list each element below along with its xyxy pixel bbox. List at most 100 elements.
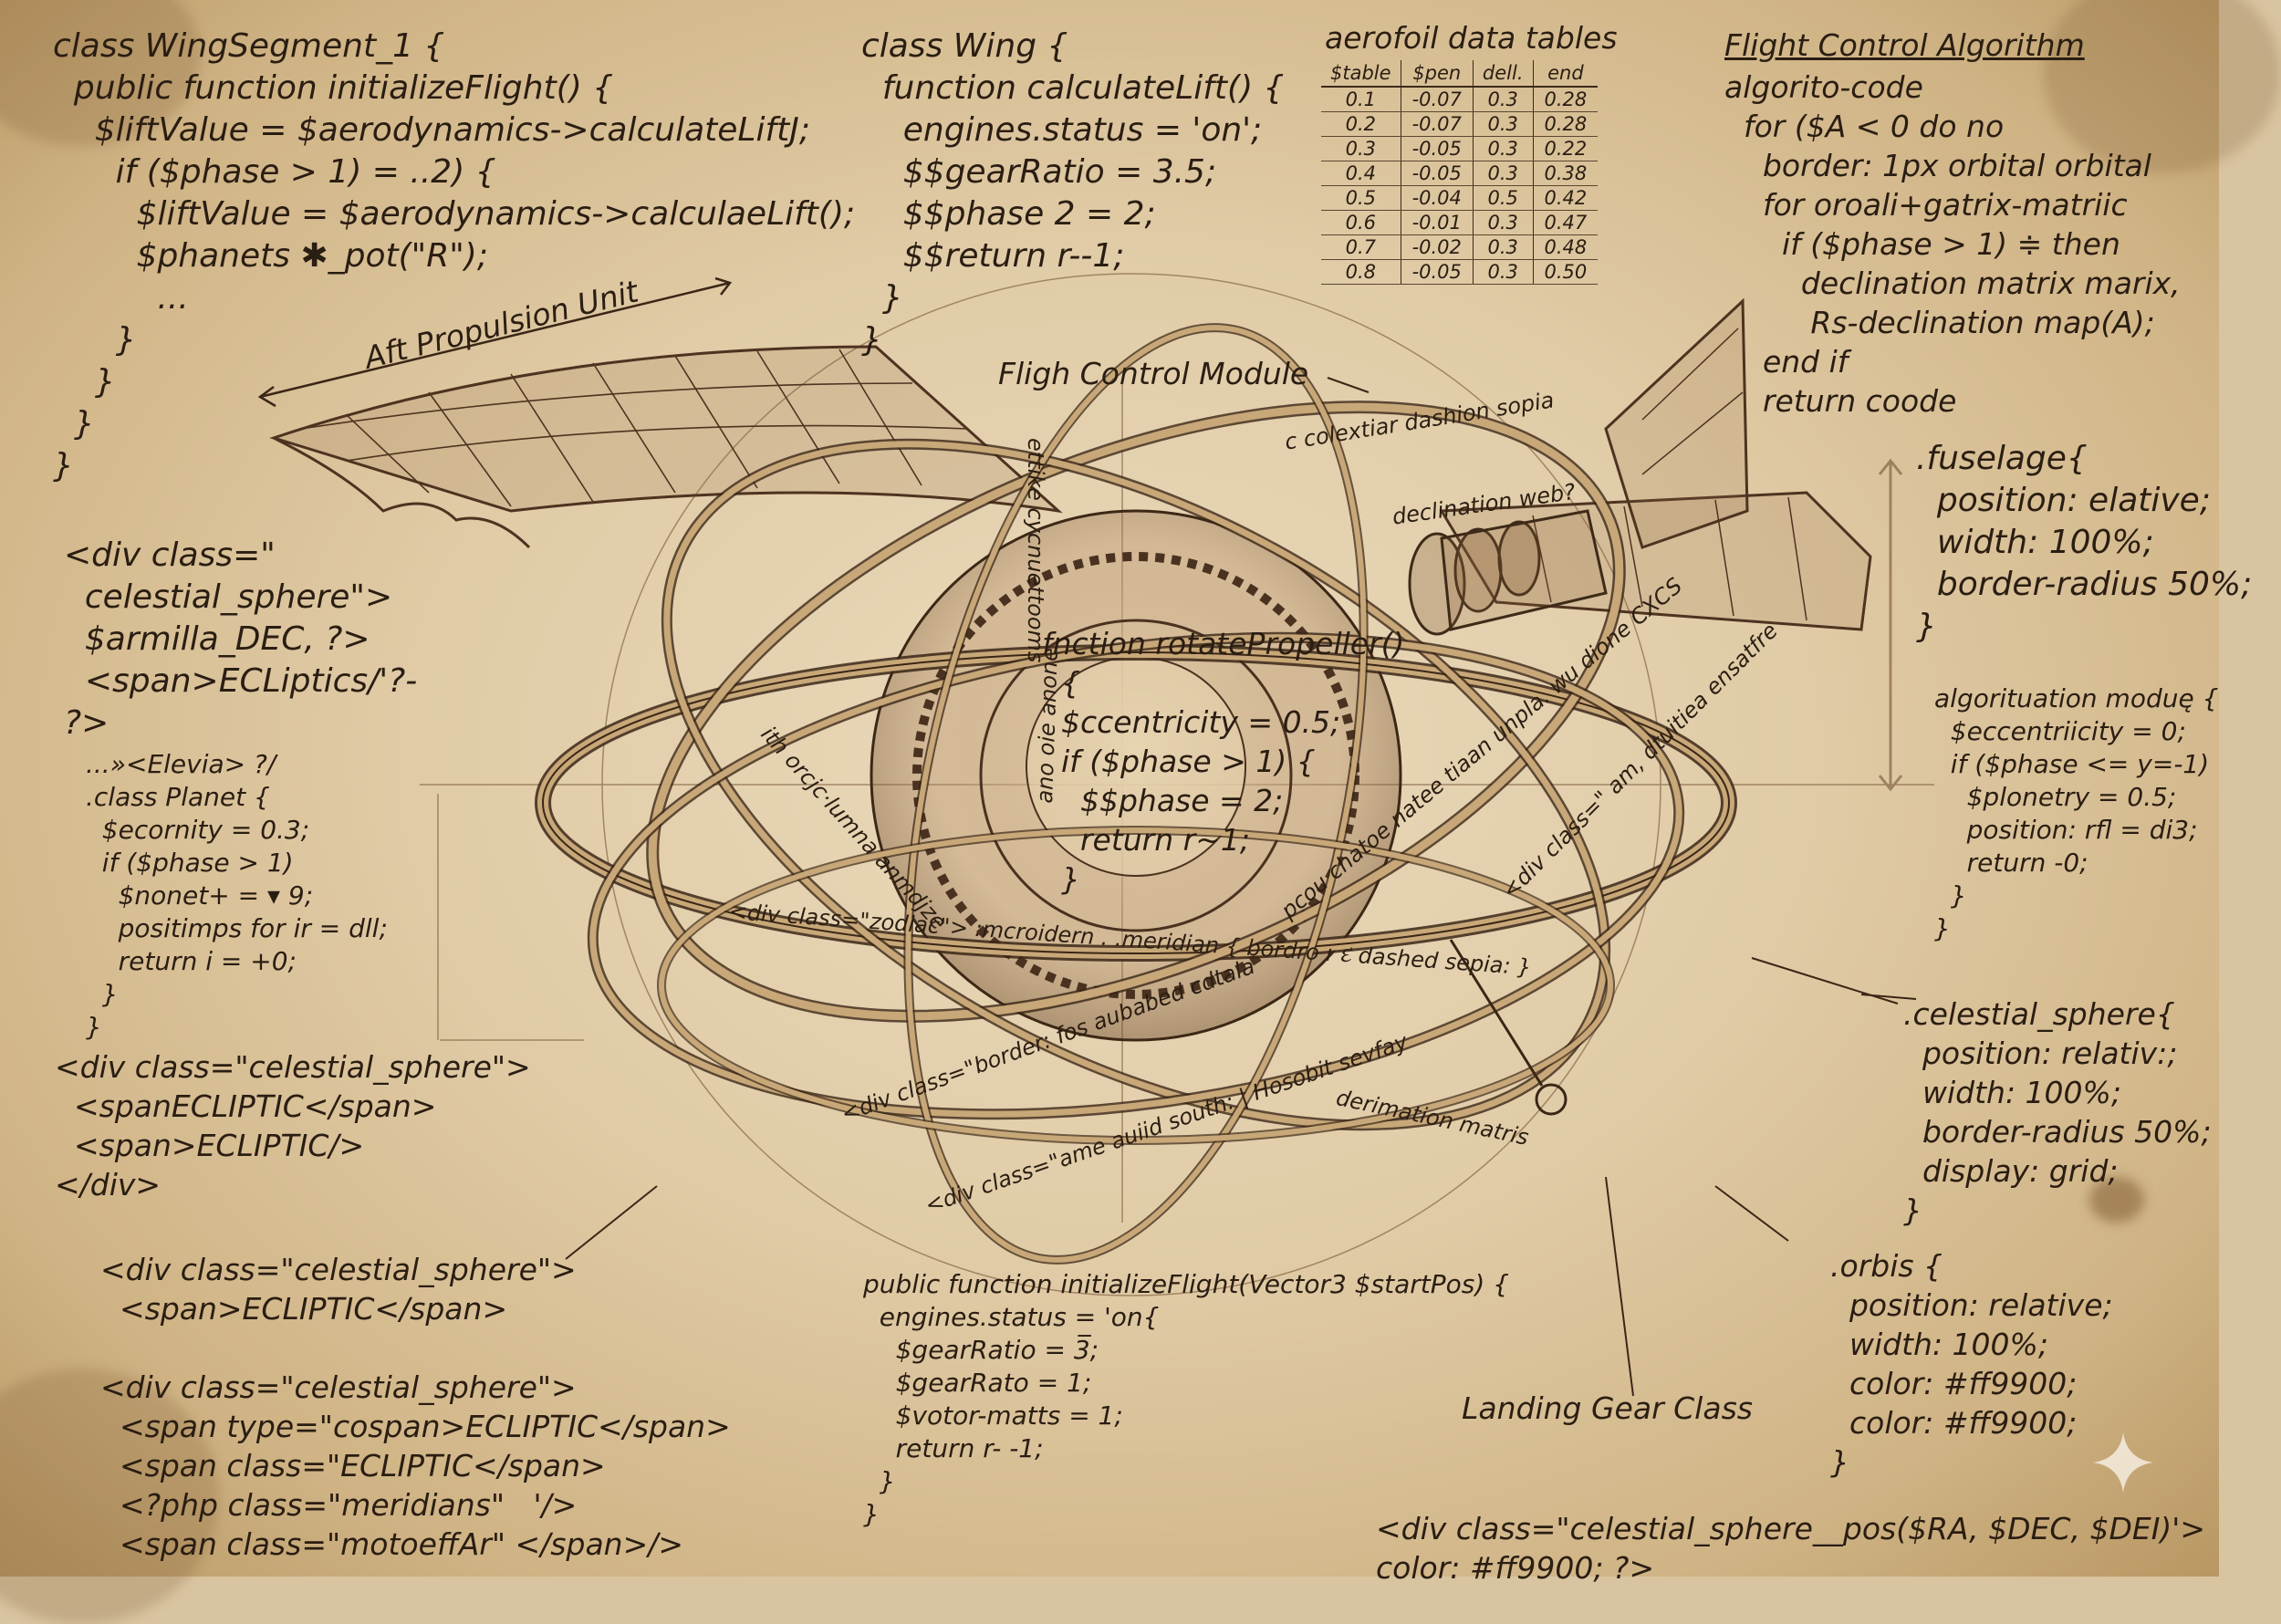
code-line: }	[861, 279, 903, 317]
code-line: ​	[100, 1328, 731, 1368]
table-cell: 0.1	[1321, 87, 1401, 112]
code-line: engines.status = 'on{	[863, 1302, 1160, 1332]
code-line: }	[1934, 880, 1967, 911]
code-line: ...»<Elevia> ?/	[86, 749, 276, 779]
code-line: $armilla_DEC, ?>	[64, 620, 370, 658]
code-line: $$phase 2 = 2;	[861, 195, 1156, 233]
code-line: display: grid;	[1903, 1153, 2119, 1189]
table-cell: 0.38	[1533, 161, 1599, 186]
code-line: public function initializeFlight(Vector3…	[863, 1269, 1509, 1299]
code-line: $ccentricity = 0.5;	[1042, 704, 1341, 740]
code-line: ?>	[64, 704, 109, 742]
flight-control-algorithm-heading: Flight Control Algorithm	[1724, 27, 2085, 63]
table-cell: 0.3	[1473, 87, 1534, 112]
code-line: .fuselage{	[1916, 440, 2088, 477]
code-line: <div class="	[64, 536, 276, 574]
ring-label: ano oie anone	[1031, 647, 1063, 805]
table-cell: -0.04	[1401, 185, 1474, 211]
aerofoil-tables-heading: aerofoil data tables	[1325, 20, 1618, 56]
code-line: function calculateLift() {	[861, 69, 1285, 107]
code-line: }	[53, 405, 95, 442]
code-line: }	[1042, 861, 1080, 897]
table-cell: -0.07	[1401, 87, 1474, 112]
sparkle-icon	[2093, 1432, 2153, 1493]
code-planet-class: ...»<Elevia> ?/.class Planet { $ecornity…	[86, 748, 388, 1044]
table-cell: -0.07	[1401, 111, 1474, 137]
code-line: <div class="celestial_sphere__pos($RA, $…	[1376, 1511, 2206, 1546]
code-line: $gearRato = 1;	[863, 1368, 1092, 1398]
code-line: position: relative;	[1830, 1287, 2113, 1323]
table-cell: 0.3	[1473, 210, 1534, 235]
code-flight-control-algorithm: algorito-code for ($A < 0 do no border: …	[1724, 68, 2181, 421]
code-line: <span class="motoeffAr" </span>/>	[100, 1526, 684, 1562]
code-line: ...	[53, 279, 189, 317]
table-cell: 0.8	[1321, 259, 1401, 285]
code-line: <span>ECLiptics/'?-	[64, 662, 418, 700]
table-cell: -0.05	[1401, 161, 1474, 186]
code-line: }	[1903, 1192, 1922, 1228]
ring-label: ettike cycnuettooms	[1023, 438, 1048, 663]
code-line: <?php class="meridians" '/>	[100, 1487, 578, 1523]
code-algorituation-module: algorituation moduę { $eccentriicity = 0…	[1934, 682, 2218, 945]
code-line: .orbis {	[1830, 1248, 1943, 1284]
code-line: }	[861, 321, 882, 359]
table-cell: 0.3	[1473, 234, 1534, 260]
code-wing-class: class Wing { function calculateLift() { …	[861, 26, 1284, 361]
code-line: <div class="celestial_sphere">	[55, 1049, 531, 1085]
code-line: public function initializeFlight() {	[53, 69, 614, 107]
code-line: $votor-matts = 1;	[863, 1400, 1123, 1431]
code-line: <span>ECLIPTIC/>	[55, 1128, 365, 1163]
code-line: width: 100%;	[1916, 524, 2154, 561]
code-line: return -0;	[1934, 848, 2088, 878]
code-initialize-flight: public function initializeFlight(Vector3…	[863, 1268, 1509, 1531]
code-line: }	[863, 1466, 896, 1496]
code-celestial-pos: <div class="celestial_sphere__pos($RA, $…	[1376, 1509, 2205, 1588]
code-line: width: 100%;	[1903, 1075, 2122, 1110]
table-cell: 0.22	[1533, 136, 1599, 161]
code-line: if ($phase > 1) {	[1042, 744, 1316, 779]
code-line: $eccentriicity = 0;	[1934, 716, 2186, 746]
table-cell: 0.3	[1321, 136, 1401, 161]
table-cell: 0.28	[1533, 111, 1599, 137]
stain	[0, 1369, 219, 1624]
code-line: position: relativ:;	[1903, 1036, 2178, 1071]
code-line: }	[1934, 913, 1951, 943]
stain	[2044, 0, 2281, 173]
armillary-rings	[535, 323, 1737, 1265]
code-line: color: #ff9900; ?>	[1376, 1550, 1655, 1586]
table-cell: 0.6	[1321, 210, 1401, 235]
landing-gear	[1449, 939, 1568, 1116]
code-line: position: elative;	[1916, 482, 2211, 519]
code-line: for ($A < 0 do no	[1724, 109, 2005, 144]
code-line: $nonet+ = ▾ 9;	[86, 880, 314, 911]
code-line: for oroali+gatrix-matriic	[1724, 187, 2128, 223]
table-cell: 0.50	[1533, 259, 1599, 285]
label-flight-control-module: Fligh Control Module	[998, 356, 1309, 391]
table-cell: 0.42	[1533, 185, 1599, 211]
code-line: end if	[1724, 344, 1849, 380]
table-cell: 0.47	[1533, 210, 1599, 235]
leader-lines	[565, 377, 1917, 1397]
table-cell: -0.05	[1401, 136, 1474, 161]
code-line: return r- -1;	[863, 1433, 1044, 1463]
code-line: }	[86, 979, 119, 1009]
code-line: if ($phase > 1) ≑ then	[1724, 226, 2120, 262]
table-cell: 0.28	[1533, 87, 1599, 112]
code-line: }	[53, 363, 116, 401]
code-line: .celestial_sphere{	[1903, 996, 2175, 1032]
code-line: positimps for ir = dll;	[86, 913, 388, 943]
code-line: class Wing {	[861, 27, 1068, 65]
code-line: position: rfl = di3;	[1934, 815, 2198, 845]
code-line: fnction rotatePropeller()	[1042, 626, 1405, 661]
code-orbis-css: .orbis { position: relative; width: 100%…	[1830, 1246, 2113, 1482]
code-line: return r~1;	[1042, 822, 1250, 858]
code-line: </div>	[55, 1167, 161, 1202]
code-line: <span type="cospan>ECLIPTIC</span>	[100, 1409, 731, 1444]
